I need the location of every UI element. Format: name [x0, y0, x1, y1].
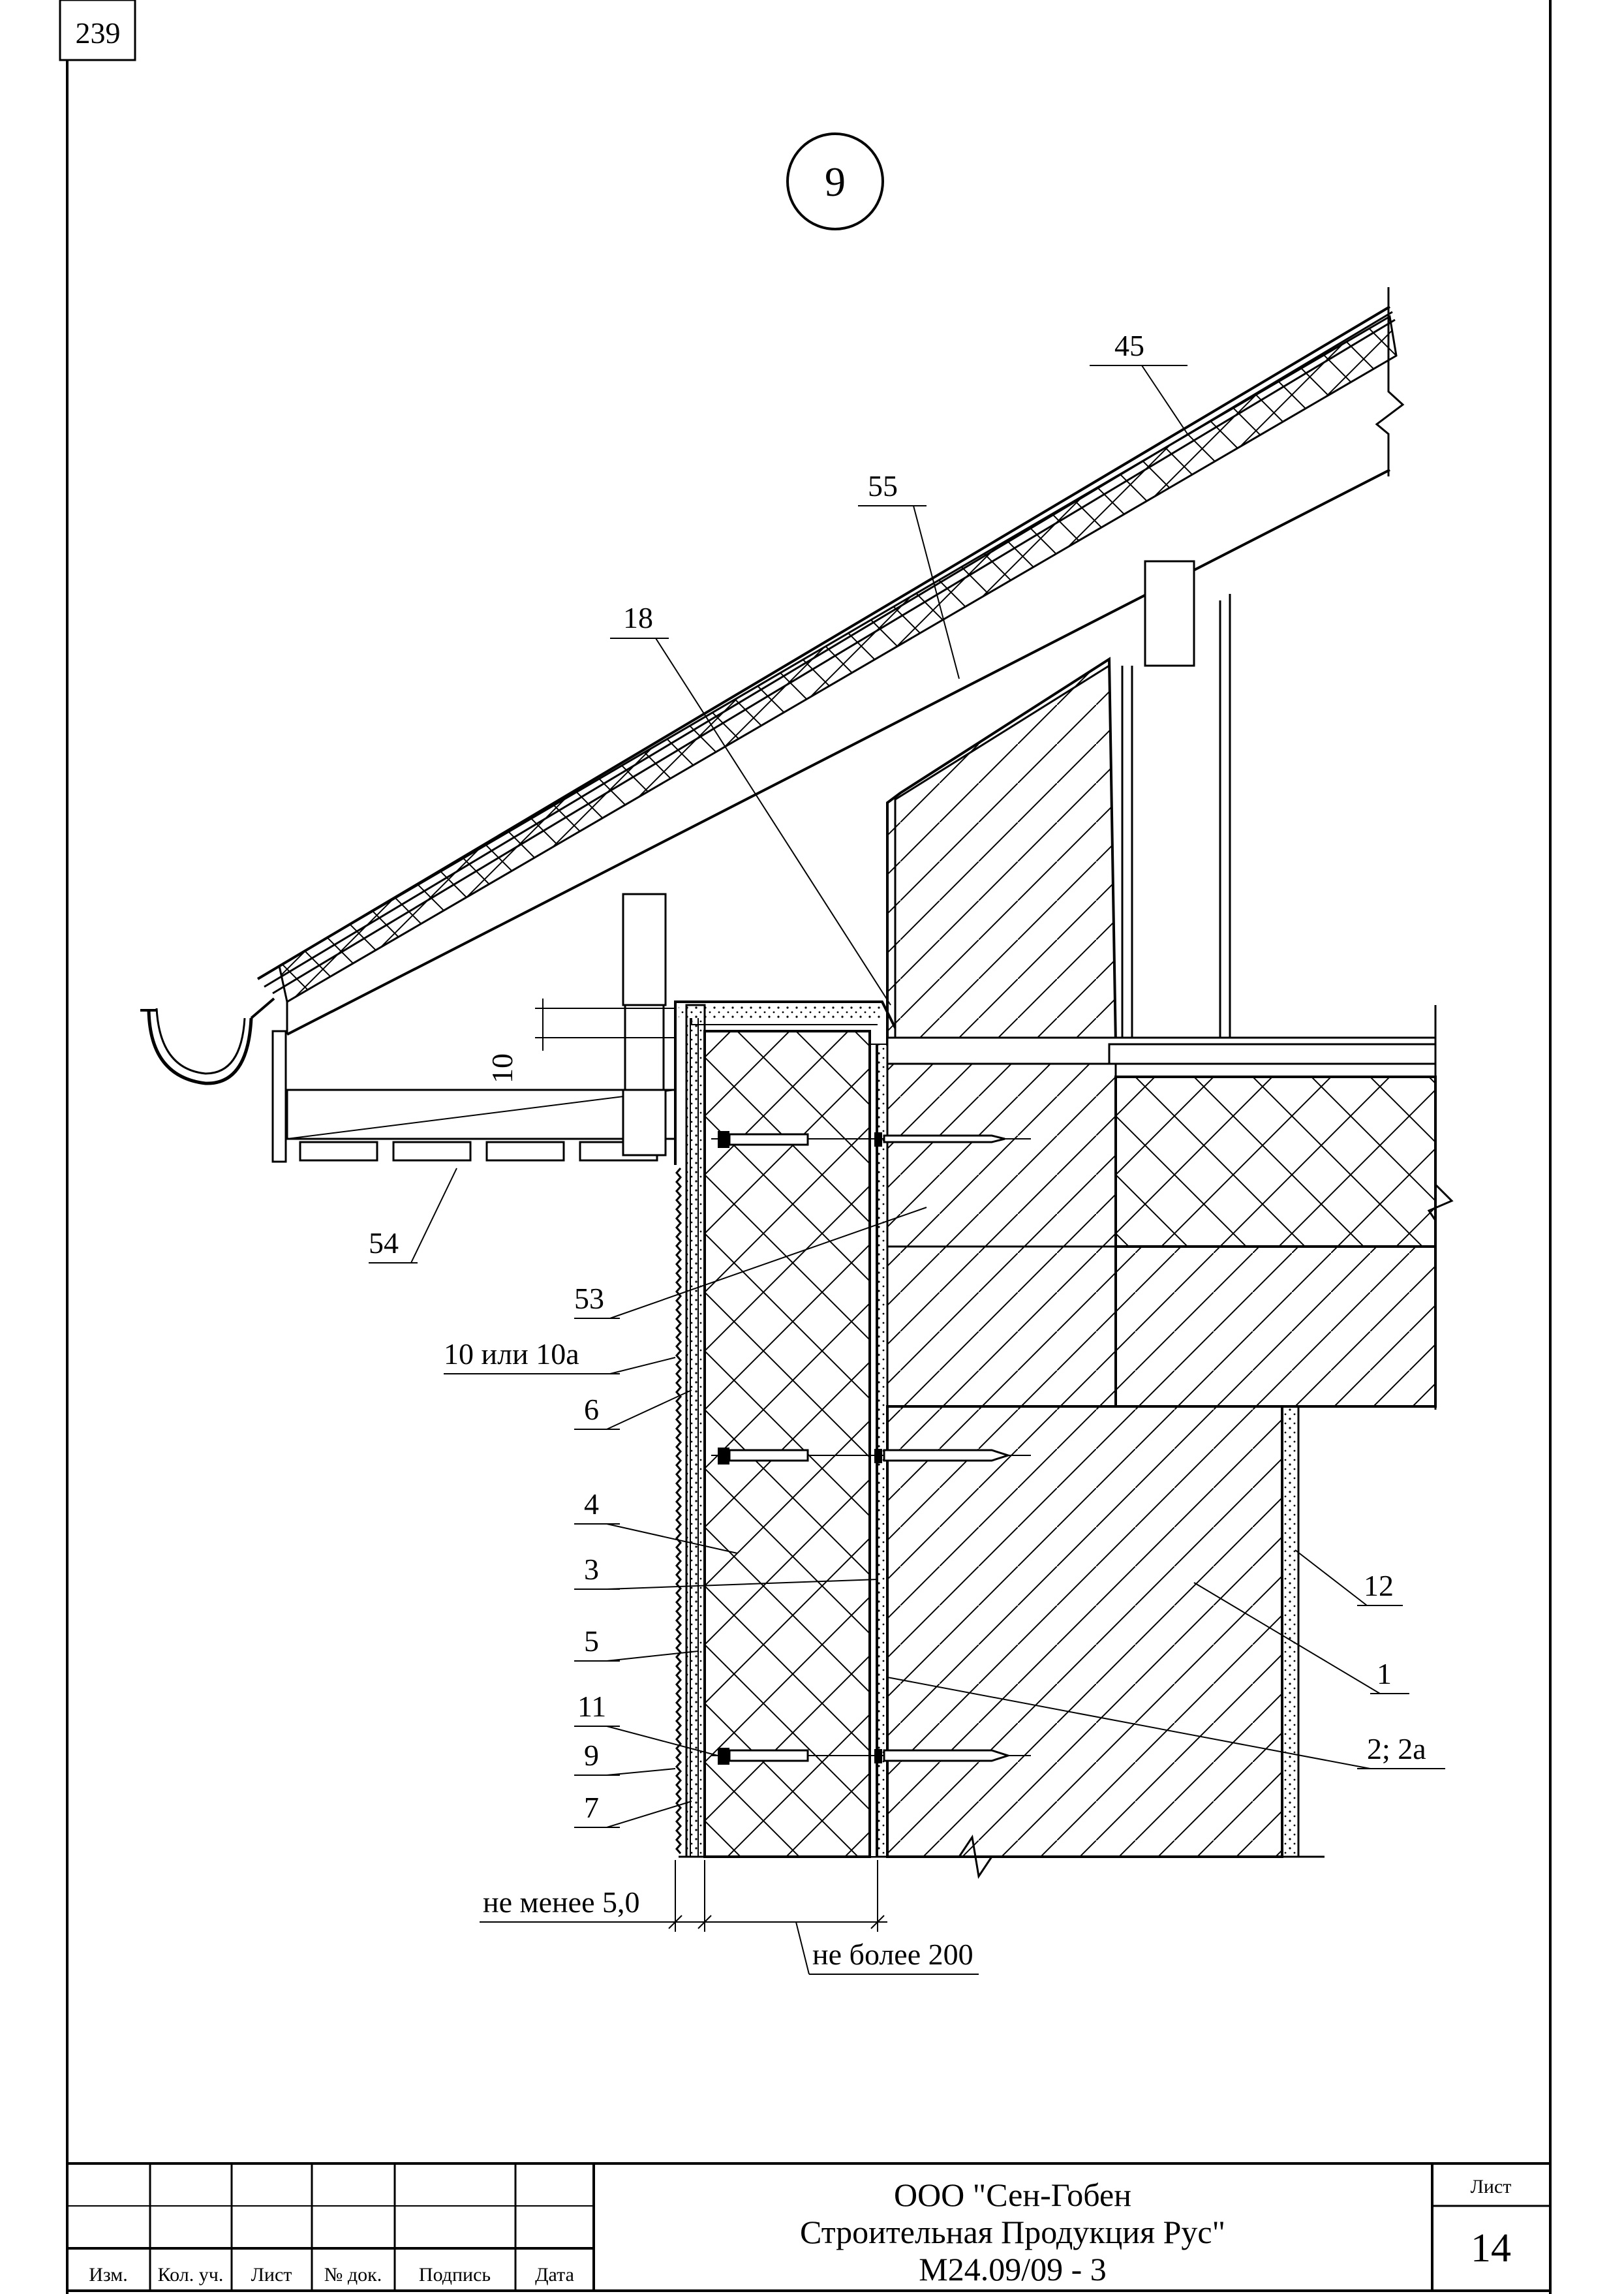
tb-org-line1: ООО "Сен-Гобен — [894, 2177, 1131, 2213]
tb-col-date: Дата — [535, 2264, 574, 2286]
callout-labels: 45 55 18 10 54 53 10 или 10а 6 4 3 5 11 … — [369, 329, 1426, 1971]
anchor-top — [711, 1131, 1031, 1148]
tb-col-izm: Изм. — [89, 2264, 128, 2286]
callout-55: 55 — [868, 469, 898, 503]
page-number: 239 — [76, 16, 121, 50]
callout-4: 4 — [584, 1487, 599, 1521]
anchor-middle — [711, 1448, 1031, 1465]
callout-9: 9 — [584, 1739, 599, 1772]
callout-11: 11 — [577, 1690, 606, 1723]
callout-10-or-10a: 10 или 10а — [444, 1337, 579, 1371]
dimension-lines — [480, 1860, 979, 1975]
tb-sheet-label: Лист — [1471, 2176, 1512, 2197]
tb-col-doc: № док. — [324, 2264, 382, 2286]
dim-min-label: не менее 5,0 — [483, 1885, 640, 1919]
callout-45: 45 — [1114, 329, 1144, 362]
leader-lines — [369, 365, 1445, 1828]
callout-5: 5 — [584, 1624, 599, 1658]
detail-marker: 9 — [786, 132, 884, 230]
masonry-upper — [886, 657, 1118, 1046]
callout-18: 18 — [623, 601, 653, 634]
roof-assembly — [140, 287, 1405, 1163]
floor-slab — [886, 1005, 1454, 1410]
facade-system — [674, 1000, 1031, 1858]
dim-max-label: не более 200 — [812, 1938, 973, 1971]
tb-doc-code: М24.09/09 - 3 — [919, 2251, 1107, 2287]
tb-col-list: Лист — [251, 2264, 292, 2286]
callout-10-gap: 10 — [485, 1053, 519, 1083]
masonry-lower — [679, 1405, 1325, 1879]
tb-col-kol: Кол. уч. — [158, 2264, 224, 2286]
detail-number: 9 — [825, 159, 846, 205]
callout-6: 6 — [584, 1393, 599, 1426]
callout-1: 1 — [1377, 1657, 1392, 1690]
callout-53: 53 — [574, 1282, 604, 1315]
tb-sheet-number: 14 — [1471, 2226, 1511, 2271]
sheet-frame — [66, 0, 1552, 2294]
callout-3: 3 — [584, 1553, 599, 1586]
callout-12: 12 — [1364, 1569, 1394, 1602]
page-number-box: 239 — [59, 0, 136, 61]
title-block: Изм. Кол. уч. Лист № док. Подпись Дата О… — [67, 2162, 1550, 2291]
tb-col-sign: Подпись — [419, 2264, 491, 2286]
anchor-bottom — [711, 1748, 1031, 1765]
callout-7: 7 — [584, 1791, 599, 1824]
callout-2-2a: 2; 2а — [1367, 1732, 1426, 1765]
callout-54: 54 — [369, 1226, 399, 1260]
tb-org-line2: Строительная Продукция Рус" — [800, 2214, 1225, 2250]
